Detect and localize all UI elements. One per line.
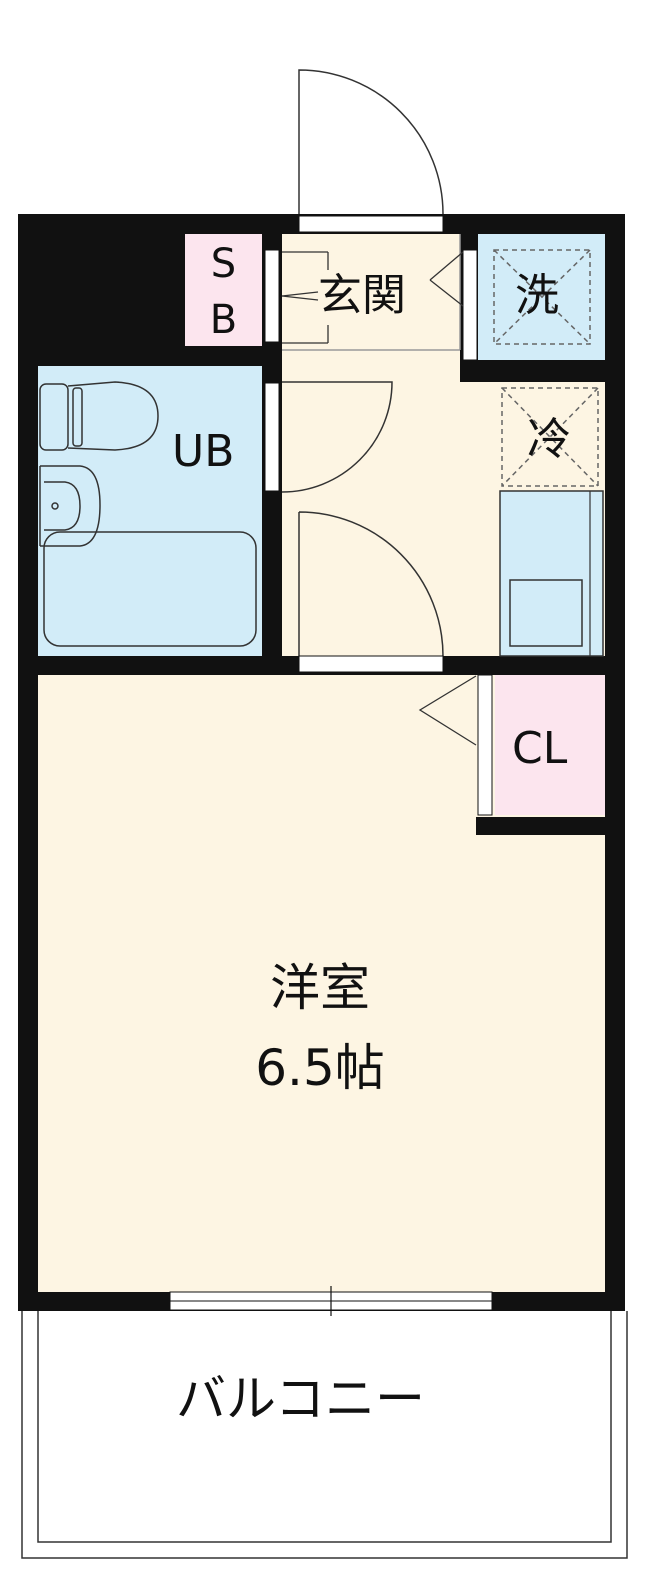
door-swing xyxy=(281,381,393,493)
bathtub-icon xyxy=(43,531,257,647)
balcony xyxy=(21,1311,628,1559)
unit-bath xyxy=(38,366,262,656)
sink-icon xyxy=(39,465,101,547)
balcony-label: バルコニー xyxy=(176,1370,425,1428)
entry-door-swing xyxy=(298,69,444,215)
shoe-box-doors xyxy=(281,251,329,344)
washer-label: 洗 xyxy=(515,270,559,321)
main-room-size: 6.5帖 xyxy=(255,1039,385,1097)
corridor-floor xyxy=(282,234,460,656)
fridge-label: 冷 xyxy=(527,414,571,465)
kitchen-counter xyxy=(499,490,604,657)
unit-bath-label: UB xyxy=(172,426,235,477)
toilet-icon xyxy=(39,381,159,451)
shoe-box-label-s: S xyxy=(210,241,237,287)
door-swing xyxy=(298,511,444,657)
main-room-name: 洋室 xyxy=(270,959,370,1017)
genkan-label: 玄関 xyxy=(318,270,406,321)
shoe-box xyxy=(185,234,262,346)
closet-label: CL xyxy=(512,723,568,774)
shoe-box-label-b: B xyxy=(209,297,238,343)
closet xyxy=(495,675,605,815)
